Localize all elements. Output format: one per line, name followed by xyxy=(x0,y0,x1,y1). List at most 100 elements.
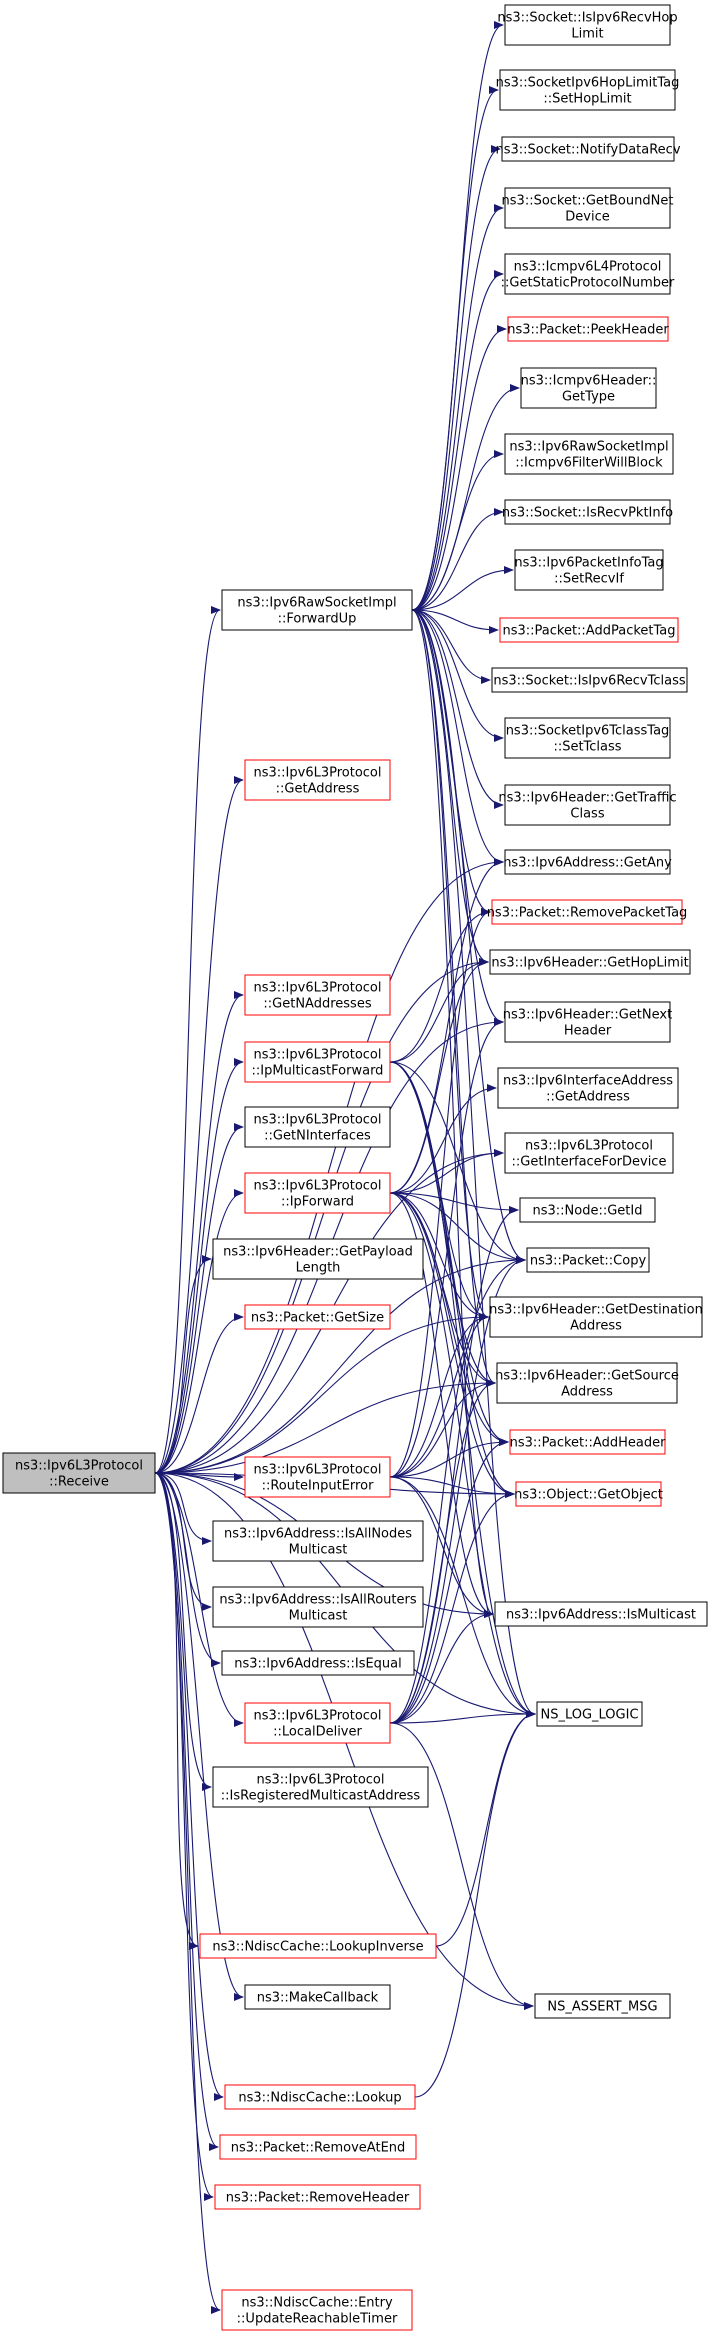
edge-forwardup-to-getboundnetdevice xyxy=(411,204,504,611)
node-settclass[interactable]: ns3::SocketIpv6TclassTag::SetTclass xyxy=(504,717,671,759)
node-nsassert[interactable]: NS_ASSERT_MSG xyxy=(534,1993,671,2019)
node-sethoplimit[interactable]: ns3::SocketIpv6HopLimitTag::SetHopLimit xyxy=(496,69,680,111)
node-filterwillblock[interactable]: ns3::Ipv6RawSocketImpl::Icmpv6FilterWill… xyxy=(504,433,674,475)
node-routeinputerror[interactable]: ns3::Ipv6L3Protocol::RouteInputError xyxy=(244,1456,391,1498)
node-box xyxy=(504,433,674,475)
node-label: ns3::Socket::IsIpv6RecvHop xyxy=(497,11,677,26)
node-isrecvpktinfo[interactable]: ns3::Socket::IsRecvPktInfo xyxy=(502,499,673,525)
edge-routeinputerror-to-getnextheader xyxy=(389,1018,504,1478)
edge-forwardup-to-gethoplimit xyxy=(411,609,489,966)
node-label: GetType xyxy=(562,390,615,405)
node-updatereachable[interactable]: ns3::NdiscCache::Entry::UpdateReachableT… xyxy=(221,2289,413,2331)
edge-receive-to-getdestination xyxy=(154,1313,489,1474)
node-label: ::GetAddress xyxy=(546,1090,630,1105)
node-label: ns3::Ipv6RawSocketImpl xyxy=(509,440,668,455)
node-isregistered[interactable]: ns3::Ipv6L3Protocol::IsRegisteredMultica… xyxy=(212,1766,429,1808)
edge-routeinputerror-to-getdestination xyxy=(389,1313,489,1478)
node-getobject[interactable]: ns3::Object::GetObject xyxy=(514,1481,663,1507)
node-ismulticast[interactable]: ns3::Ipv6Address::IsMulticast xyxy=(494,1601,708,1627)
node-box xyxy=(244,1041,391,1083)
edge-receive-to-ipforward xyxy=(154,1189,244,1474)
node-box xyxy=(212,1766,429,1808)
node-receive[interactable]: ns3::Ipv6L3Protocol::Receive xyxy=(2,1452,156,1494)
edge-receive-to-removeatend xyxy=(154,1472,219,2151)
node-gethoplimit[interactable]: ns3::Ipv6Header::GetHopLimit xyxy=(489,949,691,975)
node-box xyxy=(504,187,671,229)
node-nslog[interactable]: NS_LOG_LOGIC xyxy=(536,1701,643,1727)
node-label: ns3::Ipv6Header::GetDestination xyxy=(489,1303,703,1318)
node-label: ns3::NdiscCache::Lookup xyxy=(238,2091,401,2106)
node-addheader[interactable]: ns3::Packet::AddHeader xyxy=(509,1429,666,1455)
edge-forwardup-to-icmpgettype xyxy=(411,384,520,611)
edge-routeinputerror-to-removepackettag xyxy=(389,908,491,1478)
edge-receive-to-getsize xyxy=(154,1313,244,1474)
node-getany[interactable]: ns3::Ipv6Address::GetAny xyxy=(503,849,672,875)
node-box xyxy=(509,1429,666,1455)
node-getninterfaces[interactable]: ns3::Ipv6L3Protocol::GetNInterfaces xyxy=(244,1106,391,1148)
edge-forwardup-to-getany xyxy=(411,609,504,866)
node-ipmulticastforward[interactable]: ns3::Ipv6L3Protocol::IpMulticastForward xyxy=(244,1041,391,1083)
node-forwardup[interactable]: ns3::Ipv6RawSocketImpl::ForwardUp xyxy=(221,589,413,631)
node-lookupinverse[interactable]: ns3::NdiscCache::LookupInverse xyxy=(199,1933,437,1959)
node-label: ns3::Ipv6Header::GetNext xyxy=(503,1008,672,1023)
node-label: ns3::Node::GetId xyxy=(533,1204,643,1219)
node-label: ::UpdateReachableTimer xyxy=(237,2312,398,2327)
node-label: ::IpMulticastForward xyxy=(252,1064,384,1079)
node-label: ns3::SocketIpv6HopLimitTag xyxy=(496,76,680,91)
node-removepackettag[interactable]: ns3::Packet::RemovePacketTag xyxy=(487,899,688,925)
node-ifaddrgetaddress[interactable]: ns3::Ipv6InterfaceAddress::GetAddress xyxy=(497,1067,679,1109)
node-notifydatarecv[interactable]: ns3::Socket::NotifyDataRecv xyxy=(495,136,681,162)
node-getnaddresses[interactable]: ns3::Ipv6L3Protocol::GetNAddresses xyxy=(244,974,391,1016)
edge-receive-to-makecallback xyxy=(154,1472,244,2001)
node-box xyxy=(534,1993,671,2019)
edge-routeinputerror-to-nslog xyxy=(389,1476,536,1718)
edge-routeinputerror-to-ismulticast xyxy=(389,1476,494,1618)
edge-ipforward-to-ifaddrgetaddress xyxy=(389,1084,497,1194)
node-addpackettag[interactable]: ns3::Packet::AddPacketTag xyxy=(499,617,679,643)
node-box xyxy=(244,1172,391,1214)
node-removeatend[interactable]: ns3::Packet::RemoveAtEnd xyxy=(219,2134,417,2160)
node-peekheader[interactable]: ns3::Packet::PeekHeader xyxy=(507,316,669,342)
node-label: ns3::Ipv6Header::GetTraffic xyxy=(498,791,676,806)
edge-ipforward-to-gethoplimit xyxy=(389,958,489,1194)
node-label: ::RouteInputError xyxy=(262,1479,375,1494)
edge-ipforward-to-ismulticast xyxy=(389,1192,494,1618)
node-isequal[interactable]: ns3::Ipv6Address::IsEqual xyxy=(221,1650,415,1676)
node-getsize[interactable]: ns3::Packet::GetSize xyxy=(244,1304,391,1330)
node-ipforward[interactable]: ns3::Ipv6L3Protocol::IpForward xyxy=(244,1172,391,1214)
node-label: Address xyxy=(570,1319,622,1334)
edge-forwardup-to-sethoplimit xyxy=(411,86,499,611)
node-getinterfacefordevice[interactable]: ns3::Ipv6L3Protocol::GetInterfaceForDevi… xyxy=(504,1132,674,1174)
node-setrecvif[interactable]: ns3::Ipv6PacketInfoTag::SetRecvIf xyxy=(514,549,664,591)
node-makecallback[interactable]: ns3::MakeCallback xyxy=(244,1984,391,2010)
edge-receive-to-localdeliver xyxy=(154,1472,244,1727)
node-icmpgettype[interactable]: ns3::Icmpv6Header::GetType xyxy=(520,367,657,409)
node-removeheader[interactable]: ns3::Packet::RemoveHeader xyxy=(214,2184,421,2210)
node-localdeliver[interactable]: ns3::Ipv6L3Protocol::LocalDeliver xyxy=(244,1702,391,1744)
node-label: ::LocalDeliver xyxy=(273,1725,362,1740)
node-box xyxy=(244,974,391,1016)
node-packetcopy[interactable]: ns3::Packet::Copy xyxy=(526,1247,650,1273)
node-box xyxy=(244,1984,391,2010)
node-isipv6recvtclass[interactable]: ns3::Socket::IsIpv6RecvTclass xyxy=(491,667,688,693)
node-label: NS_ASSERT_MSG xyxy=(547,2000,657,2015)
node-nodegetid[interactable]: ns3::Node::GetId xyxy=(519,1197,656,1223)
node-label: ::Receive xyxy=(49,1475,109,1490)
node-label: ns3::Ipv6L3Protocol xyxy=(254,1463,382,1478)
node-lookup[interactable]: ns3::NdiscCache::Lookup xyxy=(224,2084,416,2110)
node-getstaticprotocolnumber[interactable]: ns3::Icmpv6L4Protocol::GetStaticProtocol… xyxy=(501,253,675,295)
edge-forwardup-to-settclass xyxy=(411,609,504,742)
edge-ipmulticastforward-to-getobject xyxy=(389,1061,515,1498)
node-getaddress[interactable]: ns3::Ipv6L3Protocol::GetAddress xyxy=(244,759,391,801)
node-label: ns3::Socket::IsRecvPktInfo xyxy=(502,506,673,521)
edge-receive-to-isallnodes xyxy=(154,1472,212,1545)
